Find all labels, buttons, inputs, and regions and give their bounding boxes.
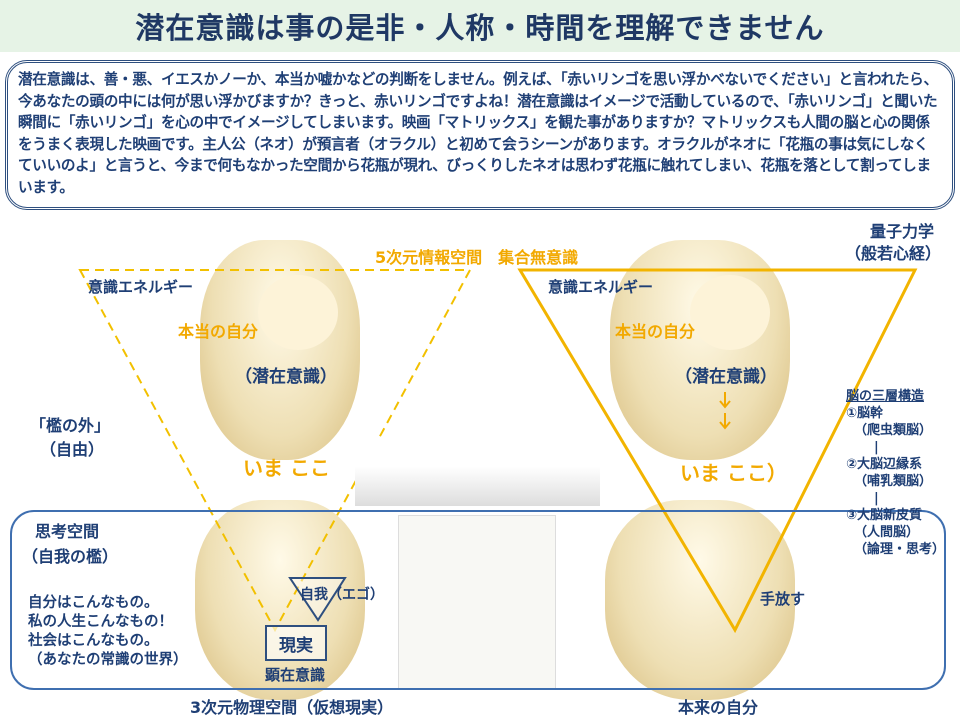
belief-item: 自分はこんなもの。 (28, 595, 159, 611)
title-bar: 潜在意識は事の是非・人称・時間を理解できません (0, 0, 960, 52)
true-self-right: 本当の自分 (615, 322, 696, 341)
brain-item: ③大脳新皮質 (846, 508, 923, 523)
brain-item: ①脳幹 (846, 406, 884, 421)
portrait-left (258, 275, 338, 350)
imakoko-left: いま ここ (243, 456, 330, 480)
brain-item: （哺乳類脳） (854, 474, 933, 489)
thinking-space-frame (10, 510, 946, 690)
brain-connector: | (874, 440, 879, 455)
beliefs-list: 自分はこんなもの。 私の人生こんなもの！ 社会はこんなもの。 （あなたの常識の世… (28, 594, 188, 670)
energy-label-left: 意識エネルギー (88, 278, 194, 296)
brain-item: （爬虫類脳） (854, 423, 933, 438)
ego-cage-label: （自我の檻） (22, 547, 119, 566)
belief-item: 私の人生こんなもの！ (28, 614, 173, 630)
brain-title: 脳の三層構造 (846, 389, 925, 404)
dashed-triangle (78, 269, 472, 633)
portrait-right (690, 275, 770, 350)
thinking-space-label: 思考空間 (35, 522, 100, 541)
ego-triangle (288, 577, 347, 622)
solid-triangle (517, 268, 918, 634)
original-self-label: 本来の自分 (678, 698, 759, 717)
hourglass-left-bottom (195, 500, 365, 700)
brain-item: （論理・思考） (854, 542, 946, 557)
hourglass-right-bottom (605, 500, 795, 700)
outside-cage-label: 「檻の外」 (30, 416, 111, 435)
imakoko-right: いま ここ） (680, 461, 787, 485)
brain-item: （人間脳） (854, 525, 920, 540)
freedom-label: （自由） (40, 440, 105, 459)
animal-silhouette-image (355, 440, 600, 506)
let-go-label: 手放す (760, 590, 806, 608)
brain-item: ②大脳辺縁系 (846, 457, 923, 472)
elephant-sketch-image (398, 515, 556, 690)
hannya-label: （般若心経） (845, 244, 942, 263)
hourglass-right-top (610, 240, 790, 460)
five-dim-label: 5次元情報空間 集合無意識 (375, 248, 579, 267)
conscious-label: 顕在意識 (265, 666, 326, 684)
energy-label-right: 意識エネルギー (548, 278, 654, 296)
hourglass-left-top (200, 240, 360, 460)
brain-connector: | (874, 491, 879, 506)
three-dim-label: 3次元物理空間（仮想現実） (190, 698, 394, 717)
arrow-down-icon (719, 392, 731, 430)
ego-label: 自我（エゴ） (300, 587, 384, 603)
explanation-text: 潜在意識は、善・悪、イエスかノーか、本当か嘘かなどの判断をしません。例えば、「赤… (5, 60, 955, 210)
page-title: 潜在意識は事の是非・人称・時間を理解できません (135, 11, 825, 45)
belief-item: 社会はこんなもの。 (28, 633, 159, 649)
brain-structure: 脳の三層構造 ①脳幹 （爬虫類脳） | ②大脳辺縁系 （哺乳類脳） | ③大脳新… (846, 388, 945, 558)
belief-item: （あなたの常識の世界） (28, 652, 188, 668)
subconscious-left: （潜在意識） (235, 367, 337, 387)
reality-box: 現実 (265, 625, 327, 661)
quantum-label: 量子力学 (870, 222, 935, 241)
true-self-left: 本当の自分 (178, 322, 259, 341)
subconscious-right: （潜在意識） (675, 367, 777, 387)
